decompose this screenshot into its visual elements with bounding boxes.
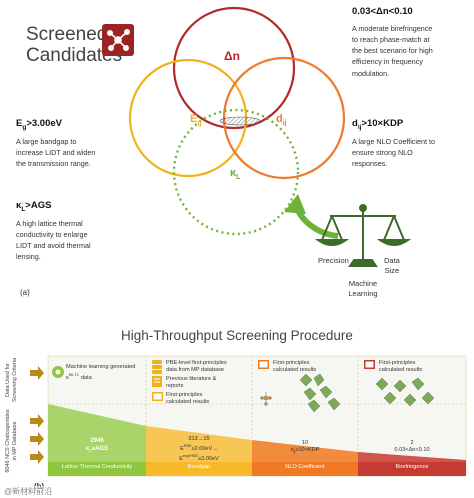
crystal-structure-icon-2 <box>299 373 341 413</box>
funnel-lattice <box>48 404 146 462</box>
col1-header: Machine learning generated κMI-TL data <box>66 364 136 381</box>
criterion-dn-desc: A moderate birefringence to reach phase-… <box>352 24 433 78</box>
criterion-eg-desc: A large bandgap to increase LIDT and wid… <box>16 136 96 169</box>
crystal-structure-icon-1 <box>260 392 272 406</box>
footer-nlo <box>252 462 358 476</box>
criterion-kl-heading: κL>AGS <box>16 200 52 213</box>
criterion-eg-heading: Eg>3.00eV <box>16 118 62 131</box>
criterion-dij-desc: A large NLO Coefficient to ensure strong… <box>352 136 435 169</box>
venn-intersection <box>219 116 261 126</box>
precision-label: Precision <box>318 256 349 265</box>
col4-header: First-principles calculated results <box>379 360 423 373</box>
database-icon <box>152 360 162 374</box>
footer-label-lattice: Lattice Thermal Conductivity <box>61 464 133 470</box>
funnel-birefringence <box>358 452 466 462</box>
ml-brain-icon <box>52 366 64 378</box>
side-arrows <box>30 366 44 464</box>
title-line-2: Candidates <box>26 45 123 66</box>
col3-header: First-principles calculated results <box>273 360 317 373</box>
col2-count: 313→15 EPBE≥2.00eV→ Eexp/HSE≥3.00eV <box>179 436 219 462</box>
col3-count: 10 dij≥10×KDP <box>290 440 320 455</box>
col2-header: PBE-level first-principles data from MP … <box>166 360 227 405</box>
venn-label-kl: κL <box>230 167 241 181</box>
funnel-bandgap <box>146 426 252 462</box>
criterion-kl: κL>AGS A high lattice thermal conductivi… <box>16 200 134 263</box>
criterion-kl-desc: A high lattice thermal conductivity to e… <box>16 218 91 262</box>
criterion-dn-heading: 0.03<Δn<0.10 <box>352 6 413 17</box>
calc-icon-biref <box>364 360 375 369</box>
document-icon <box>152 376 162 387</box>
footer-label-biref: Birefringence <box>395 464 429 470</box>
machine-learning-label: Machine Learning <box>348 279 378 298</box>
molecule-icon <box>102 24 134 56</box>
panel-b: High-Throughput Screening Procedure <box>0 312 474 498</box>
panel-b-title: High-Throughput Screening Procedure <box>121 328 353 343</box>
venn-diagram: Δn Eg dij κL <box>128 6 412 267</box>
title-line-1: Screened <box>26 24 108 45</box>
venn-circle-kl <box>172 108 300 236</box>
col4-count: 2 0.03<Δn<0.10 <box>394 440 430 453</box>
venn-label-dn: Δn <box>224 49 240 63</box>
criterion-dij-heading: dij>10×KDP <box>352 118 404 131</box>
criterion-eg: Eg>3.00eV A large bandgap to increase LI… <box>16 118 138 169</box>
panel-a: Screened Candidates Δn Eg dij κL <box>16 6 464 298</box>
criterion-dij: dij>10×KDP A large NLO Coefficient to en… <box>352 118 464 169</box>
calc-icon-bandgap <box>152 392 163 401</box>
crystal-structure-icon-3 <box>375 377 435 407</box>
venn-circle-dn <box>172 6 296 130</box>
watermark: @新材料前沿 <box>4 486 53 497</box>
procedure-graphic <box>30 355 467 477</box>
col1-count: 2946 κL≥AGS <box>85 438 109 453</box>
venn-label-dij: dij <box>276 113 287 127</box>
side-label-bottom: 8046 NCS Chalcogenides in MP Database <box>5 409 18 473</box>
calc-icon-nlo <box>258 360 269 369</box>
footer-birefringence <box>358 462 466 476</box>
footer-bandgap <box>146 462 252 476</box>
footer-label-bandgap: Bandgap <box>187 464 211 470</box>
venn-circle-dij <box>222 56 346 180</box>
side-label-top: Data Used for Screening Criteria <box>5 357 18 403</box>
criterion-dn: 0.03<Δn<0.10 A moderate birefringence to… <box>352 6 464 79</box>
balance-scale-icon <box>314 204 412 267</box>
footer-lattice <box>48 462 146 476</box>
footer-label-nlo: NLO Coefficient <box>285 464 325 470</box>
venn-label-eg: Eg <box>190 113 202 127</box>
funnel-nlo <box>252 440 358 462</box>
data-size-label: Data Size <box>384 256 400 275</box>
panel-a-label: (a) <box>20 288 30 297</box>
screened-candidates-title: Screened Candidates <box>26 24 122 66</box>
